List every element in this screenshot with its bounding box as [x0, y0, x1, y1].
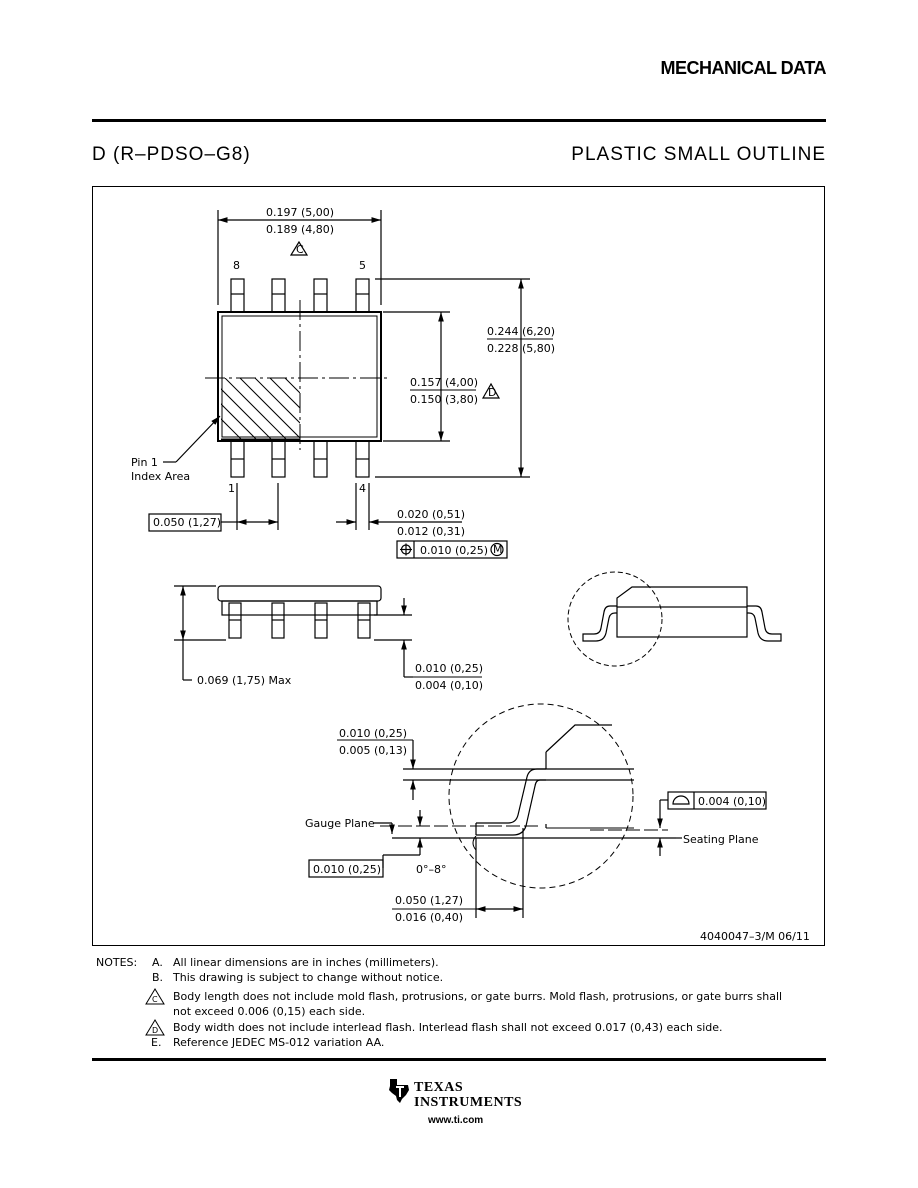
package-description: PLASTIC SMALL OUTLINE — [571, 144, 826, 165]
detail-view — [308, 703, 767, 918]
dim-body-length-max: 0.197 (5,00) — [266, 206, 334, 219]
note-c-marker: C — [296, 243, 304, 256]
note-c-triangle-icon: C — [145, 988, 165, 1005]
logo-text-texas: TEXAS — [414, 1080, 464, 1095]
note-letter: E. — [151, 1036, 162, 1049]
dim-lead-thickness-max: 0.010 (0,25) — [339, 727, 407, 740]
note-letter: A. — [152, 956, 163, 969]
dim-foot-length-max: 0.050 (1,27) — [395, 894, 463, 907]
lead-6 — [313, 278, 328, 313]
footer-rule — [92, 1058, 826, 1061]
pin-label-8: 8 — [233, 259, 240, 272]
note-text: This drawing is subject to change withou… — [173, 971, 444, 984]
texas-state-icon — [389, 1079, 409, 1103]
note-text: Body length does not include mold flash,… — [173, 990, 783, 1003]
dim-position-tolerance: 0.010 (0,25) — [420, 544, 488, 557]
ti-logo: TEXAS INSTRUMENTS — [388, 1078, 522, 1110]
pin-label-4: 4 — [359, 482, 366, 495]
dim-gauge: 0.010 (0,25) — [313, 863, 381, 876]
pin1-area-label-2: Index Area — [131, 470, 190, 483]
dim-overall-width-max: 0.244 (6,20) — [487, 325, 555, 338]
dim-overall-width-min: 0.228 (5,80) — [487, 342, 555, 355]
mmc-marker: M — [493, 543, 503, 556]
dim-standoff-max: 0.010 (0,25) — [415, 662, 483, 675]
page-header-title: MECHANICAL DATA — [660, 58, 827, 78]
note-letter: B. — [152, 971, 164, 984]
dim-lead-width-min: 0.012 (0,31) — [397, 525, 465, 538]
note-letter: C — [152, 995, 158, 1004]
note-text: All linear dimensions are in inches (mil… — [173, 956, 439, 969]
dim-angle: 0°–8° — [416, 863, 447, 876]
website-link[interactable]: www.ti.com — [428, 1115, 484, 1126]
pin-label-5: 5 — [359, 259, 366, 272]
note-d-marker: D — [488, 386, 496, 399]
dim-body-width-max: 0.157 (4,00) — [410, 376, 478, 389]
package-id: D (R–PDSO–G8) — [92, 144, 251, 165]
end-view — [567, 571, 782, 667]
header-rule — [92, 119, 826, 122]
seating-plane-label: Seating Plane — [683, 833, 759, 846]
dim-foot-length-min: 0.016 (0,40) — [395, 911, 463, 924]
dim-body-length-min: 0.189 (4,80) — [266, 223, 334, 236]
note-d-triangle-icon: D — [145, 1019, 165, 1036]
gauge-plane-label: Gauge Plane — [305, 817, 375, 830]
dim-height-max: 0.069 (1,75) Max — [197, 674, 292, 687]
drawing-number: 4040047–3/M 06/11 — [700, 930, 810, 943]
notes-title: NOTES: — [96, 956, 138, 969]
lead-5 — [355, 278, 370, 313]
dim-coplanarity: 0.004 (0,10) — [698, 795, 766, 808]
pin-label-1: 1 — [228, 482, 235, 495]
note-letter: D — [152, 1026, 158, 1035]
dim-body-width-min: 0.150 (3,80) — [410, 393, 478, 406]
dim-lead-width-max: 0.020 (0,51) — [397, 508, 465, 521]
note-text: Body width does not include interlead fl… — [173, 1021, 723, 1034]
logo-text-instruments: INSTRUMENTS — [414, 1095, 523, 1110]
note-text-cont: not exceed 0.006 (0,15) each side. — [173, 1005, 366, 1018]
pin1-area-label-1: Pin 1 — [131, 456, 158, 469]
drawing-frame — [92, 186, 825, 946]
top-view — [148, 210, 553, 559]
lead-8 — [230, 278, 245, 313]
dim-standoff-min: 0.004 (0,10) — [415, 679, 483, 692]
lead-7 — [271, 278, 286, 313]
dim-pitch: 0.050 (1,27) — [153, 516, 221, 529]
note-text: Reference JEDEC MS-012 variation AA. — [173, 1036, 385, 1049]
side-view — [174, 585, 482, 681]
mechanical-drawing: 0.197 (5,00) 0.189 (4,80) C 8 5 1 4 0.24… — [131, 206, 810, 943]
dim-lead-thickness-min: 0.005 (0,13) — [339, 744, 407, 757]
